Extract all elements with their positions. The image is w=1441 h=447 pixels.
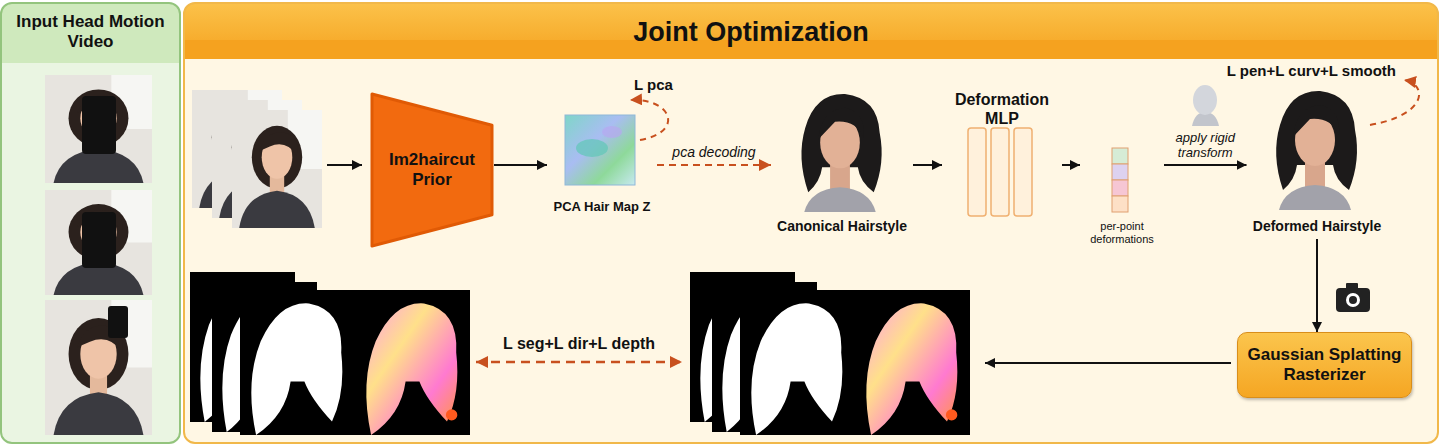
panel-header (184, 3, 1438, 59)
panel-ground (1, 3, 180, 443)
phone (82, 212, 116, 268)
pca-map-image (565, 115, 635, 185)
panel-title: Input Head Motion Video (16, 12, 166, 53)
node-label: per-point deformations (1086, 220, 1158, 246)
node-label: Canonical Hairstyle (777, 218, 907, 235)
loss-loop (630, 100, 668, 140)
mlp-layer (991, 128, 1009, 216)
flow-arrow (1316, 239, 1318, 332)
prior-network: Im2haircut Prior (370, 90, 494, 250)
phone (82, 96, 116, 154)
pca-map-blob (576, 139, 608, 157)
video-frame (45, 300, 152, 435)
video-frame (45, 75, 152, 183)
rendered-mask (740, 290, 855, 435)
loss-label: L pca (634, 76, 673, 94)
flow-arrow (1164, 164, 1247, 166)
mlp-block: Deformation MLP (942, 86, 1062, 221)
node-label: Gaussian Splatting Rasterizer (1245, 345, 1405, 386)
loss-label: L seg+L dir+L depth (503, 334, 655, 353)
loss-arrow (476, 361, 682, 364)
input-panel: Input Head Motion Video (0, 2, 181, 444)
video-frame (45, 190, 152, 295)
flow-arrow (1062, 164, 1080, 166)
camera-icon (1349, 296, 1357, 304)
pca-map-blob (602, 126, 622, 138)
hairstyle-image (801, 94, 881, 212)
target-mask (240, 290, 355, 435)
prior-trapezoid (372, 94, 492, 246)
node-label: Deformation MLP (948, 90, 1056, 128)
target-orientation (355, 290, 470, 435)
hairstyle-figure: Canonical Hairstyle (771, 87, 913, 239)
flow-arrow (913, 164, 942, 166)
phone (108, 306, 128, 338)
loss-label: L pen+L curv+L smooth (1227, 62, 1396, 80)
deformation-cell (1112, 148, 1128, 164)
panel-ground (184, 3, 1438, 443)
flow-arrow (327, 164, 362, 166)
node-label: Deformed Hairstyle (1253, 218, 1381, 235)
hairstyle-image (1276, 91, 1357, 210)
pca-map: PCA Hair Map Z (547, 114, 657, 219)
camera-icon (1346, 293, 1360, 307)
loss-loop (1370, 80, 1419, 125)
rasterizer-box: Gaussian Splatting Rasterizer (1237, 332, 1412, 398)
edge-label: apply rigid transform (1159, 130, 1251, 161)
flow-arrow (494, 164, 547, 166)
mlp-layer (1014, 128, 1032, 216)
input-frame (232, 110, 322, 228)
edge-label: pca decoding (672, 144, 755, 161)
head-icon (1193, 85, 1217, 115)
deformation-vector: per-point deformations (1080, 144, 1164, 250)
deformation-cell (1112, 180, 1128, 196)
node-label: Im2haircut Prior (385, 150, 480, 191)
hairstyle-figure: Deformed Hairstyle (1247, 84, 1388, 239)
decoding-arrow (657, 164, 771, 166)
mlp-layer (968, 128, 986, 216)
rendered-orientation (855, 290, 970, 435)
panel-title: Joint Optimization (633, 4, 869, 60)
camera-icon (1336, 288, 1370, 312)
panel-header (1, 3, 180, 63)
flow-arrow (985, 362, 1231, 364)
deformation-cell (1112, 196, 1128, 212)
deformation-cell (1112, 164, 1128, 180)
node-label: PCA Hair Map Z (553, 199, 650, 215)
